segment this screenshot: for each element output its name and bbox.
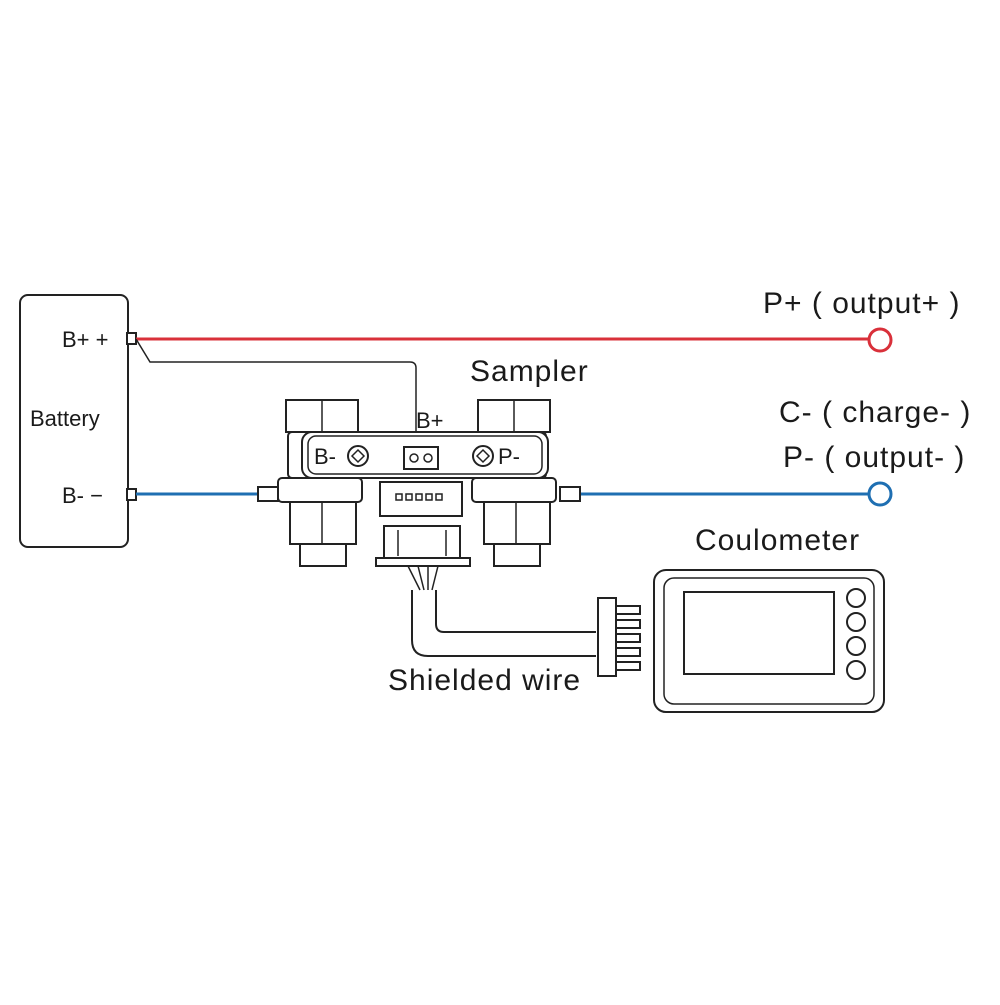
p-minus-output-label: P- ( output- )	[783, 441, 965, 474]
sampler-plug	[383, 525, 461, 561]
sampler-left-bolt-end	[299, 543, 347, 567]
battery-neg-terminal	[126, 488, 137, 501]
c-minus-charge-label: C- ( charge- )	[779, 396, 971, 429]
sampler-left-bottom-nut	[289, 501, 357, 545]
coulometer-button-4[interactable]	[846, 660, 866, 680]
battery-label: Battery	[30, 406, 100, 431]
coulometer-connector	[597, 597, 617, 677]
sampler-plug-flange	[375, 557, 471, 567]
sampler: Sampler B- B+ P-	[257, 355, 589, 567]
coulometer: Coulometer	[597, 524, 885, 713]
battery: Battery B+ + B- −	[19, 294, 137, 548]
sampler-label: Sampler	[470, 355, 589, 388]
shielded-wire: Shielded wire	[388, 565, 596, 697]
sampler-left-washer	[277, 477, 363, 503]
battery-pos-terminal-label: B+ +	[62, 327, 108, 352]
p-minus-output-terminal	[867, 481, 893, 507]
sampler-connector-socket	[379, 481, 463, 517]
coulometer-label: Coulometer	[695, 524, 860, 557]
coulometer-bezel	[663, 577, 875, 705]
sampler-body-inner	[307, 435, 543, 475]
coulometer-button-3[interactable]	[846, 636, 866, 656]
b-plus-terminal-block-icon	[403, 446, 439, 470]
sampler-left-lug	[257, 486, 279, 502]
battery-pos-terminal	[126, 332, 137, 345]
coulometer-screen	[683, 591, 835, 675]
coulometer-button-2[interactable]	[846, 612, 866, 632]
b-minus-screw-icon	[347, 445, 369, 467]
shielded-wire-outer-bottom	[411, 590, 596, 657]
battery-box	[19, 294, 129, 548]
shielded-wire-outer-top	[435, 590, 596, 633]
p-plus-output-label: P+ ( output+ )	[763, 287, 960, 320]
p-minus-screw-icon	[472, 445, 494, 467]
battery-neg-terminal-label: B- −	[62, 483, 103, 508]
sampler-b-plus-label: B+	[416, 408, 444, 433]
sense-wire	[135, 338, 417, 452]
coulometer-button-1[interactable]	[846, 588, 866, 608]
coulometer-connector-pins-icon	[615, 605, 641, 671]
wire-strands	[407, 565, 439, 591]
sampler-right-bottom-nut	[483, 501, 551, 545]
p-plus-output-terminal	[867, 327, 893, 353]
sampler-p-minus-label: P-	[498, 444, 520, 469]
sampler-right-washer	[471, 477, 557, 503]
shielded-wire-label: Shielded wire	[388, 664, 581, 697]
sampler-right-lug	[559, 486, 581, 502]
connector-pins-icon	[395, 493, 443, 501]
sampler-b-minus-label: B-	[314, 444, 336, 469]
sampler-right-bolt-end	[493, 543, 541, 567]
